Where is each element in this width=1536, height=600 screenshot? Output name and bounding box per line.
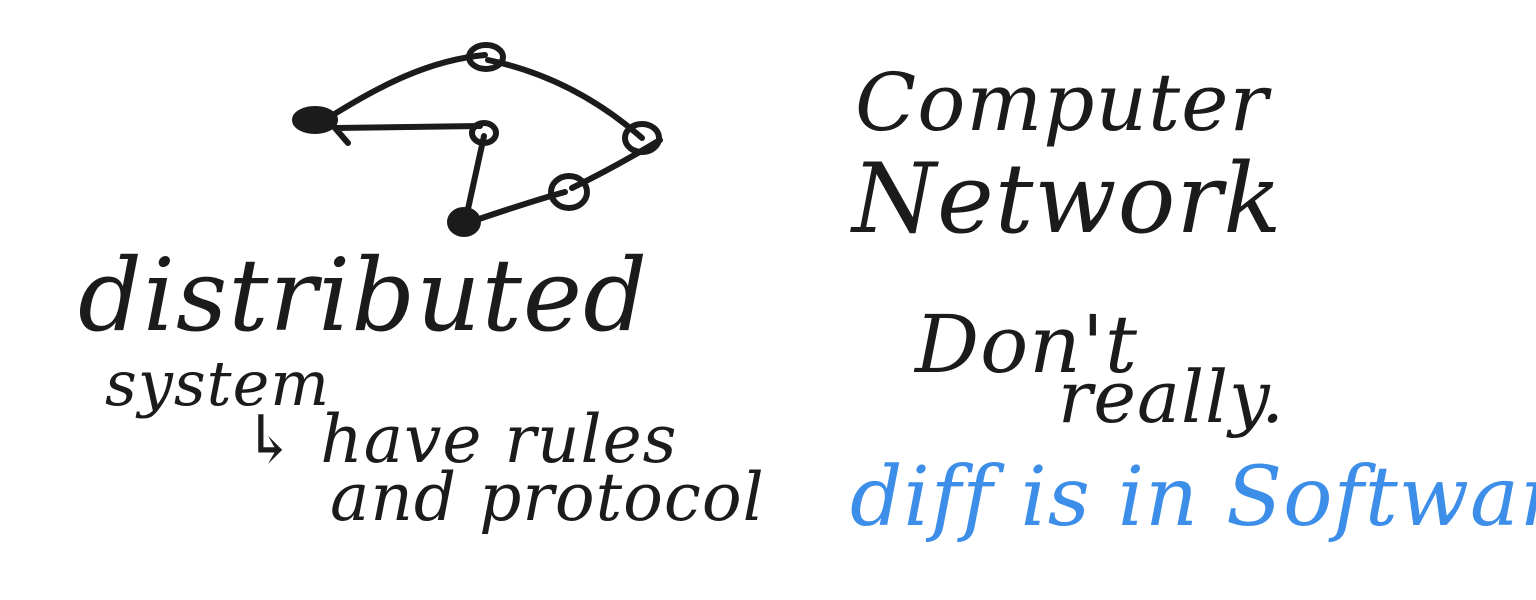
graph-edge (332, 123, 483, 146)
note-system: system (105, 347, 330, 420)
graph-edge (322, 52, 488, 123)
graph-node (447, 207, 481, 237)
note-and-protocol: and protocol (330, 459, 765, 536)
graph-node (469, 120, 499, 146)
note-diff-is-in-software: diff is in Software. (850, 450, 1536, 545)
graph-edge (463, 133, 487, 221)
graph-node (466, 42, 506, 72)
network-graph-sketch (292, 42, 663, 237)
note-network: Network (850, 143, 1282, 255)
graph-edge (485, 57, 645, 141)
note-have-rules: ↳ have rules (242, 401, 678, 478)
graph-node (292, 106, 338, 134)
note-dont: Don't (913, 298, 1138, 391)
note-really: really. (1058, 355, 1285, 439)
graph-node (622, 121, 662, 155)
note-distributed: distributed (78, 237, 648, 354)
note-computer: Computer (855, 56, 1272, 149)
graph-node (548, 173, 590, 211)
